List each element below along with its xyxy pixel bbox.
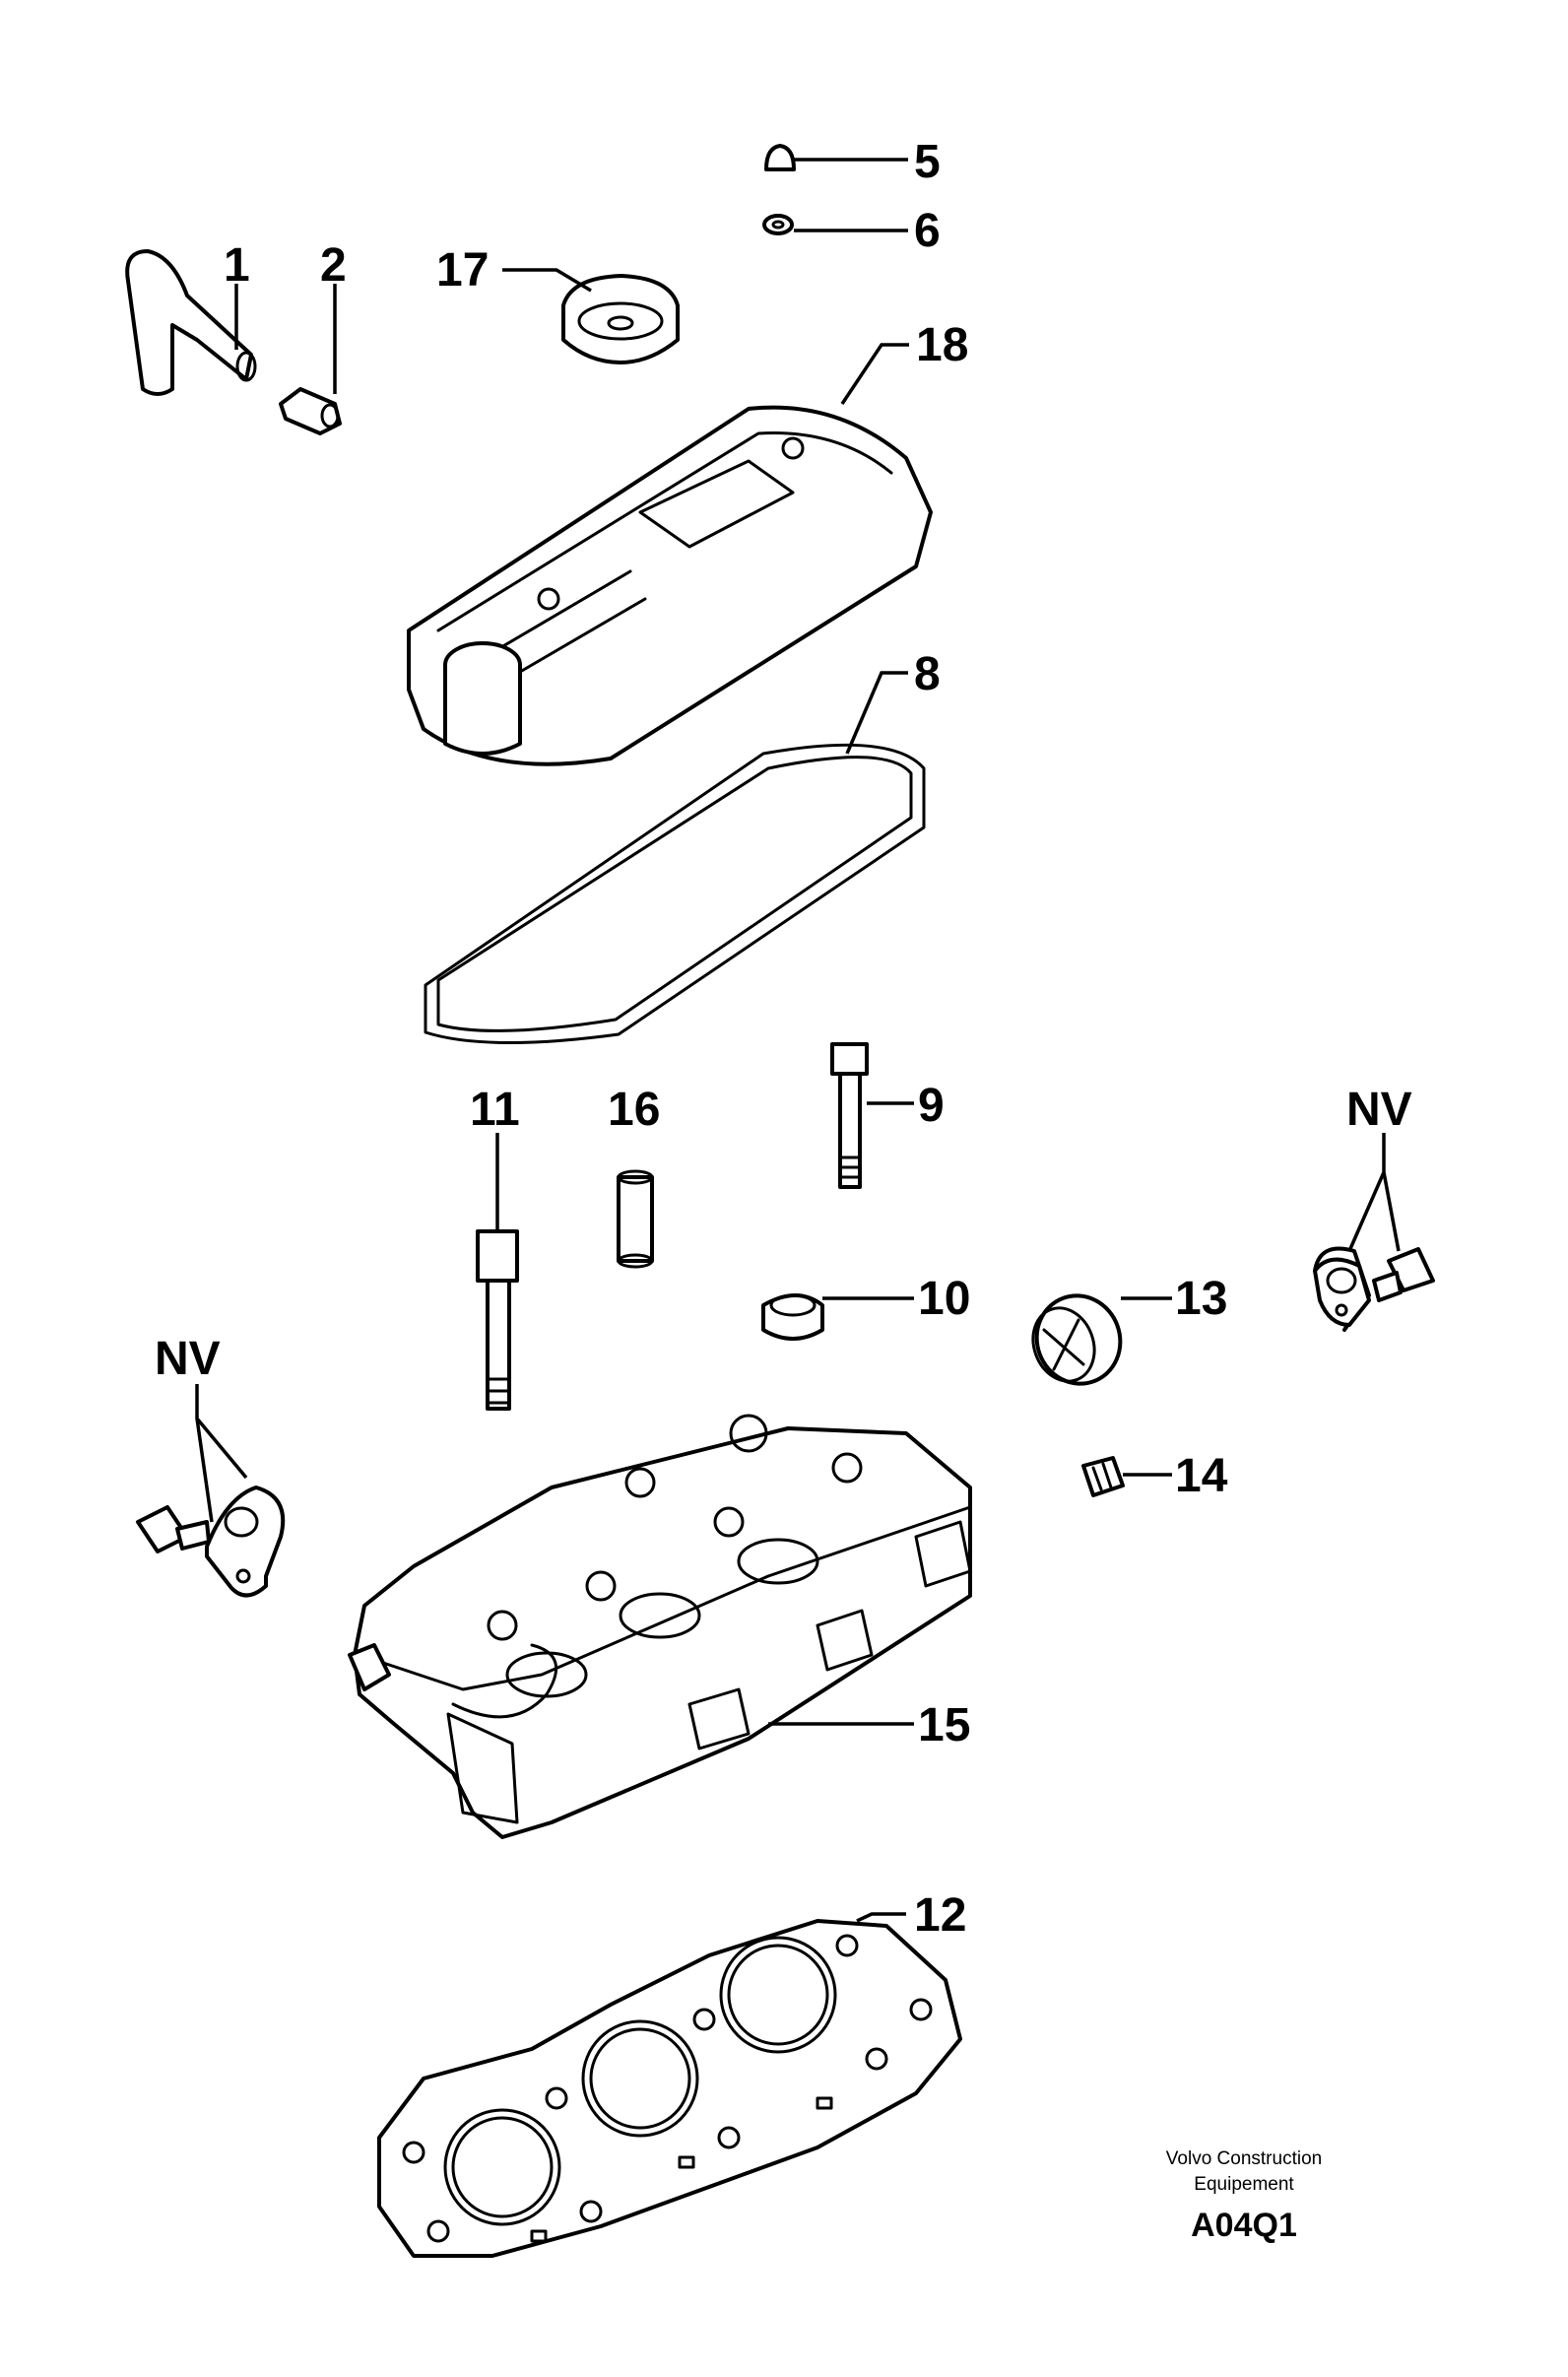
part-1-hose bbox=[125, 249, 257, 396]
callout-16: 16 bbox=[608, 1084, 660, 1136]
part-nv-left-bracket bbox=[136, 1486, 286, 1598]
part-13-plug bbox=[1031, 1293, 1123, 1386]
callout-17: 17 bbox=[436, 244, 489, 297]
part-2-fitting bbox=[279, 387, 342, 435]
leader-8 bbox=[845, 671, 908, 755]
credit-line-2: Equipement bbox=[1194, 2174, 1294, 2195]
part-17-filler-cap bbox=[561, 274, 680, 364]
credit-line-1: Volvo Construction bbox=[1166, 2148, 1322, 2169]
figure-code: A04Q1 bbox=[1191, 2207, 1297, 2244]
part-15-cylinder-head bbox=[348, 1414, 972, 1839]
part-5-cap-nut bbox=[764, 144, 796, 171]
callout-14: 14 bbox=[1175, 1450, 1228, 1502]
callout-nv-left: NV bbox=[155, 1333, 221, 1385]
callout-10: 10 bbox=[918, 1273, 970, 1325]
leader-12 bbox=[856, 1912, 906, 1923]
leader-nv-left bbox=[195, 1384, 248, 1523]
leader-18 bbox=[840, 343, 909, 405]
callout-15: 15 bbox=[918, 1699, 970, 1751]
callout-12: 12 bbox=[914, 1889, 966, 1942]
callout-2: 2 bbox=[320, 239, 347, 292]
part-nv-right-bracket bbox=[1313, 1246, 1435, 1332]
part-9-bolt bbox=[830, 1042, 869, 1189]
part-14-small-plug bbox=[1081, 1456, 1125, 1497]
part-11-long-bolt bbox=[476, 1229, 519, 1411]
part-12-head-gasket bbox=[377, 1919, 962, 2258]
callout-8: 8 bbox=[914, 648, 941, 700]
callout-6: 6 bbox=[914, 205, 941, 257]
callout-13: 13 bbox=[1175, 1273, 1227, 1325]
callout-1: 1 bbox=[224, 239, 250, 292]
leader-17 bbox=[502, 268, 592, 293]
callout-nv-right: NV bbox=[1346, 1084, 1412, 1136]
part-10-ring bbox=[761, 1293, 824, 1341]
part-6-washer bbox=[762, 214, 794, 235]
callout-11: 11 bbox=[470, 1084, 520, 1136]
part-8-gasket bbox=[424, 743, 926, 1045]
leader-nv-right bbox=[1347, 1133, 1401, 1252]
part-18-valve-cover bbox=[407, 405, 933, 766]
callout-9: 9 bbox=[918, 1080, 945, 1132]
part-16-sleeve bbox=[617, 1169, 654, 1269]
callout-18: 18 bbox=[916, 319, 968, 371]
callout-5: 5 bbox=[914, 136, 941, 188]
